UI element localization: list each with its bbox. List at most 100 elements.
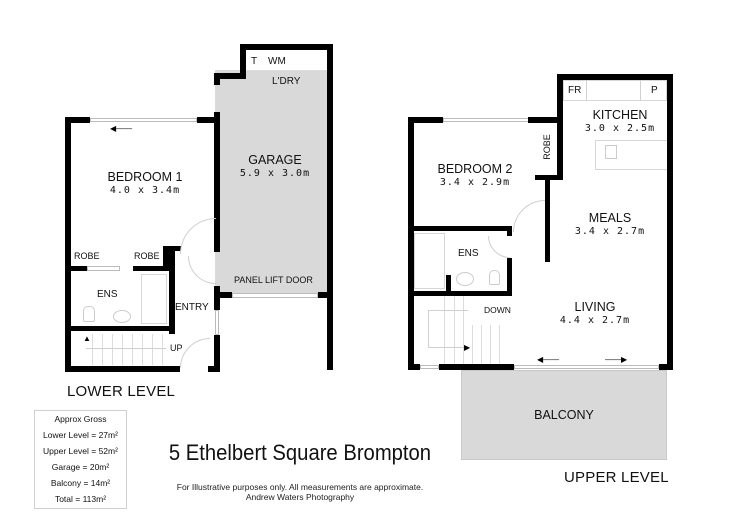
area-row-upper: Upper Level = 52m²	[43, 446, 118, 456]
wall	[408, 364, 420, 370]
meals-label: MEALS	[588, 211, 632, 225]
balcony-floor	[461, 370, 667, 460]
wall	[327, 44, 333, 370]
stair-window	[420, 365, 439, 369]
stairs-up-label: UP	[170, 343, 183, 353]
wall	[197, 117, 220, 123]
robe-right-label: ROBE	[134, 251, 160, 261]
door-swing	[488, 236, 510, 258]
sliding-door-arrow-icon: ◀——	[537, 355, 560, 364]
door-swing	[188, 256, 216, 284]
door-swing	[180, 338, 210, 368]
wall	[214, 73, 220, 85]
sliding-door-arrow-icon: ——▶	[605, 355, 628, 364]
robe-left-label: ROBE	[74, 251, 100, 261]
basin-icon	[456, 272, 474, 286]
pantry-label: P	[651, 85, 658, 96]
wall	[408, 117, 414, 369]
wall	[65, 366, 180, 372]
bedroom2-label: BEDROOM 2	[437, 162, 513, 176]
toilet-icon	[83, 306, 95, 322]
entry-label: ENTRY	[175, 302, 209, 313]
sliding-door-arrow-icon: ◀——	[110, 124, 133, 133]
shower	[414, 233, 445, 289]
wall	[535, 175, 563, 180]
disclaimer: For Illustrative purposes only. All meas…	[150, 482, 450, 502]
wall	[557, 74, 563, 119]
wall	[507, 226, 512, 236]
wall	[545, 180, 550, 262]
bedroom2-window	[443, 118, 529, 122]
laundry-appliance-strip	[245, 50, 327, 71]
wall	[65, 117, 90, 123]
area-row-balcony: Balcony = 14m²	[50, 478, 111, 488]
property-address-title: 5 Ethelbert Square Brompton	[168, 440, 432, 465]
wall	[408, 117, 443, 123]
living-sliding-door	[514, 365, 659, 369]
wall	[240, 44, 333, 50]
wall	[240, 44, 246, 76]
door-swing	[513, 200, 545, 232]
area-row-lower: Lower Level = 27m²	[43, 430, 118, 440]
meals-dims: 3.4 x 2.7m	[574, 226, 646, 237]
robe-door	[87, 266, 120, 271]
robe-label: ROBE	[541, 134, 552, 160]
kitchen-label: KITCHEN	[592, 108, 648, 122]
area-summary-heading: Approx Gross	[54, 414, 107, 424]
wall	[507, 258, 512, 295]
wall	[214, 300, 220, 310]
fridge-label: FR	[568, 85, 582, 96]
garage-floor	[215, 70, 327, 295]
wall	[214, 335, 220, 372]
bedroom1-dims: 4.0 x 3.4m	[109, 185, 181, 196]
washing-machine-label: WM	[268, 56, 286, 67]
wall	[214, 73, 246, 79]
upper-level-title: UPPER LEVEL	[564, 469, 669, 486]
ensuite-label: ENS	[458, 248, 479, 259]
stairs-down-label: DOWN	[484, 305, 511, 315]
toilet-icon	[489, 270, 500, 285]
area-row-garage: Garage = 20m²	[51, 462, 110, 472]
lower-level-title: LOWER LEVEL	[67, 383, 176, 400]
toilet-label: T	[251, 56, 258, 67]
garage-door-label: PANEL LIFT DOOR	[234, 275, 313, 285]
balcony-label: BALCONY	[534, 408, 594, 422]
area-summary-box: Approx Gross Lower Level = 27m² Upper Le…	[34, 410, 127, 509]
garage-label: GARAGE	[248, 153, 302, 167]
wall	[557, 117, 563, 179]
door-swing	[180, 218, 216, 254]
sink-icon	[605, 145, 617, 159]
area-row-total: Total = 113m²	[54, 494, 107, 504]
living-label: LIVING	[574, 300, 616, 314]
garage-dims: 5.9 x 3.0m	[239, 168, 311, 179]
ensuite-label: ENS	[97, 289, 118, 300]
wall	[65, 117, 71, 372]
wall	[214, 292, 232, 298]
wall	[169, 246, 181, 251]
kitchen-island	[595, 140, 667, 170]
bedroom1-window	[90, 118, 197, 122]
kitchen-bench-top	[563, 80, 667, 101]
wall	[214, 112, 220, 252]
photographer-credit: Andrew Waters Photography	[245, 492, 355, 502]
wall	[169, 246, 175, 334]
basin-icon	[113, 310, 131, 323]
wall	[163, 246, 169, 271]
bedroom2-dims: 3.4 x 2.9m	[439, 177, 511, 188]
wall	[65, 326, 175, 331]
disclaimer-line: For Illustrative purposes only. All meas…	[176, 482, 424, 492]
wall	[408, 226, 512, 231]
stair-arrow-icon: ▲	[83, 334, 91, 343]
wall	[65, 266, 87, 271]
living-dims: 4.4 x 2.7m	[559, 315, 631, 326]
wall	[667, 74, 673, 369]
bedroom1-label: BEDROOM 1	[107, 170, 183, 184]
stair-arrow-icon: ▶	[464, 343, 471, 352]
wall	[408, 291, 512, 296]
wall	[557, 74, 672, 80]
wall	[528, 117, 563, 123]
wall	[659, 364, 673, 370]
shower	[141, 274, 167, 324]
wall	[446, 275, 451, 293]
kitchen-dims: 3.0 x 2.5m	[584, 123, 656, 134]
